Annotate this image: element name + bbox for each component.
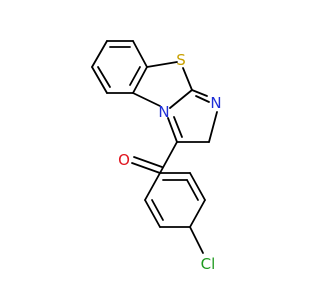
bond [91,40,108,68]
double-bond-inner [173,116,183,138]
bond [189,226,204,254]
double-bond-inner [186,179,199,201]
bond [91,66,108,94]
double-bond-inner [97,66,111,88]
bond [131,162,161,174]
bond [182,67,193,91]
bond [132,92,161,107]
bond [191,89,208,97]
double-bond-inner [151,199,164,221]
bond [144,172,161,201]
carbonyl-group [131,141,178,174]
imidazole-ring [167,89,218,143]
thiazole-ring [132,61,193,109]
bond [189,172,206,201]
bond [208,111,218,143]
double-bond-inner [195,95,210,103]
chlorophenyl-ring [144,172,206,254]
double-bond-inner [129,66,141,86]
bond [189,199,206,228]
double-bond-inner [133,156,163,168]
bond [132,66,148,94]
bond [146,61,178,68]
structure-canvas: S N N O Cl [91,40,222,273]
ring-nitrogen-atom-label: N [158,103,169,121]
chlorine-atom-label: Cl [201,255,216,273]
bond [167,117,178,143]
sulfur-atom-label: S [176,51,186,69]
bond [132,40,148,68]
bond [144,199,161,228]
imine-nitrogen-atom-label: N [210,94,221,112]
bond [159,141,178,174]
benzene-ring-top [91,40,148,94]
carbonyl-oxygen-atom-label: O [118,151,130,169]
molecule-structure: S N N O Cl [91,40,222,273]
bond [169,89,193,109]
